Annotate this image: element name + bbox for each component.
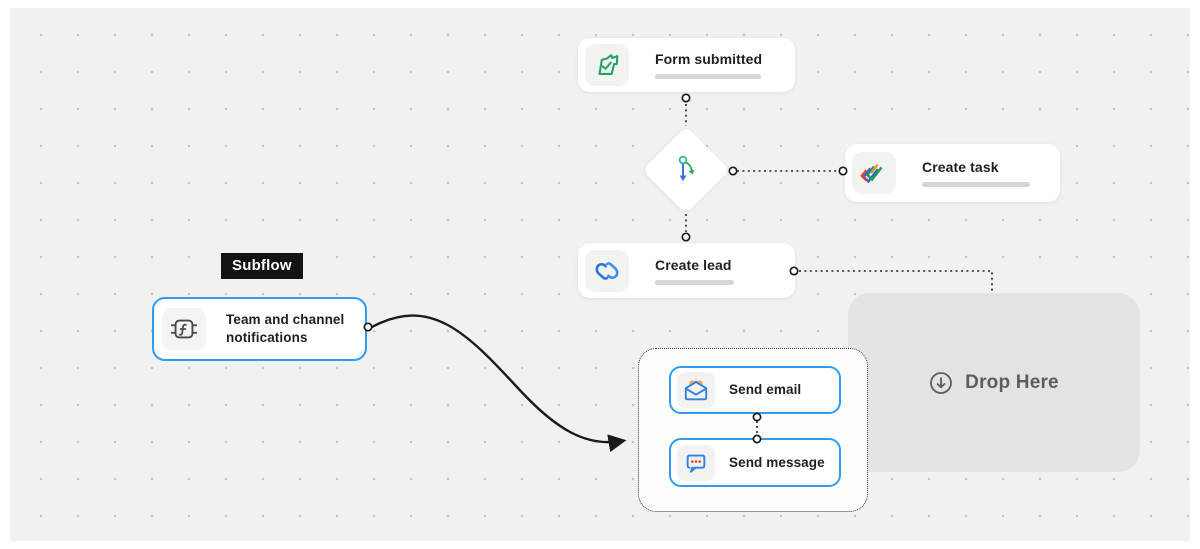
triple-check-icon — [852, 152, 896, 194]
node-title: Form submitted — [655, 51, 763, 67]
node-send-email[interactable]: Send email — [669, 366, 841, 414]
node-title: Team and channel notifications — [226, 312, 345, 345]
node-send-message[interactable]: Send message — [669, 438, 841, 487]
chat-bubble-icon — [677, 444, 715, 481]
drop-down-arrow-icon — [929, 371, 953, 395]
placeholder-bar — [655, 279, 734, 285]
open-envelope-icon — [677, 372, 715, 408]
node-title: Send email — [729, 382, 802, 397]
branch-icon — [666, 150, 706, 195]
node-create-lead[interactable]: Create lead — [578, 243, 795, 298]
placeholder-bar — [922, 182, 1030, 187]
node-form-submitted[interactable]: Form submitted — [578, 38, 795, 92]
crm-loops-icon — [585, 249, 629, 292]
drop-here-zone[interactable]: Drop Here — [848, 293, 1140, 472]
function-chip-icon — [162, 308, 206, 350]
subflow-steps-group[interactable]: Send email Send message — [638, 348, 868, 512]
node-team-channel-notifications[interactable]: Team and channel notifications — [152, 297, 367, 361]
node-title: Create task — [922, 159, 999, 175]
node-create-task[interactable]: Create task — [845, 144, 1060, 202]
placeholder-bar — [655, 74, 761, 79]
subflow-badge: Subflow — [221, 253, 303, 279]
form-check-icon — [585, 44, 629, 86]
node-title: Create lead — [655, 256, 732, 273]
node-title: Send message — [729, 454, 825, 470]
drop-here-label: Drop Here — [965, 371, 1059, 393]
